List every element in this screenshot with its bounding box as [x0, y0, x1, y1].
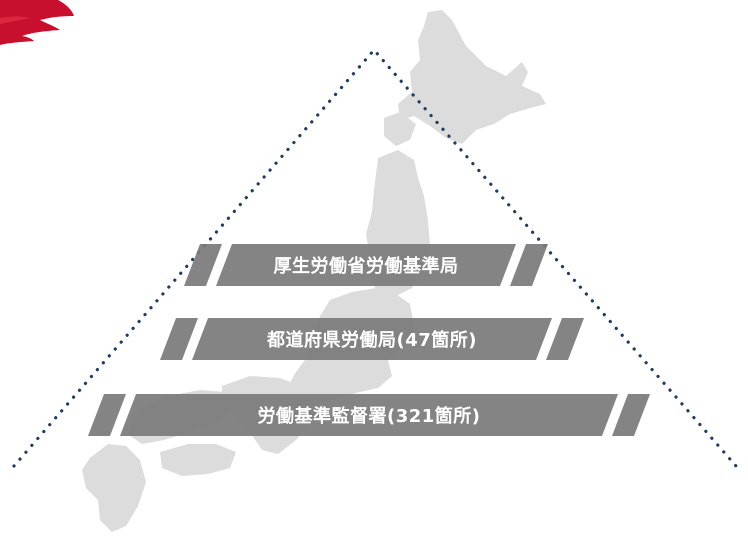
- tier-2-label: 都道府県労働局(47箇所): [266, 329, 477, 351]
- tier-2-right-stripe: [546, 318, 584, 360]
- tier-2-band: [192, 318, 552, 360]
- tier-1-left-stripe: [184, 244, 222, 286]
- tier-3-label: 労働基準監督署(321箇所): [257, 405, 480, 427]
- tier-1-right-stripe: [510, 244, 548, 286]
- tier-1-band: [216, 244, 516, 286]
- tier-1-label: 厚生労働省労働基準局: [274, 255, 459, 277]
- tier-2-left-stripe: [160, 318, 198, 360]
- tier-3-left-stripe: [88, 394, 126, 436]
- tier-3-band: [120, 394, 618, 436]
- tier-3-right-stripe: [612, 394, 650, 436]
